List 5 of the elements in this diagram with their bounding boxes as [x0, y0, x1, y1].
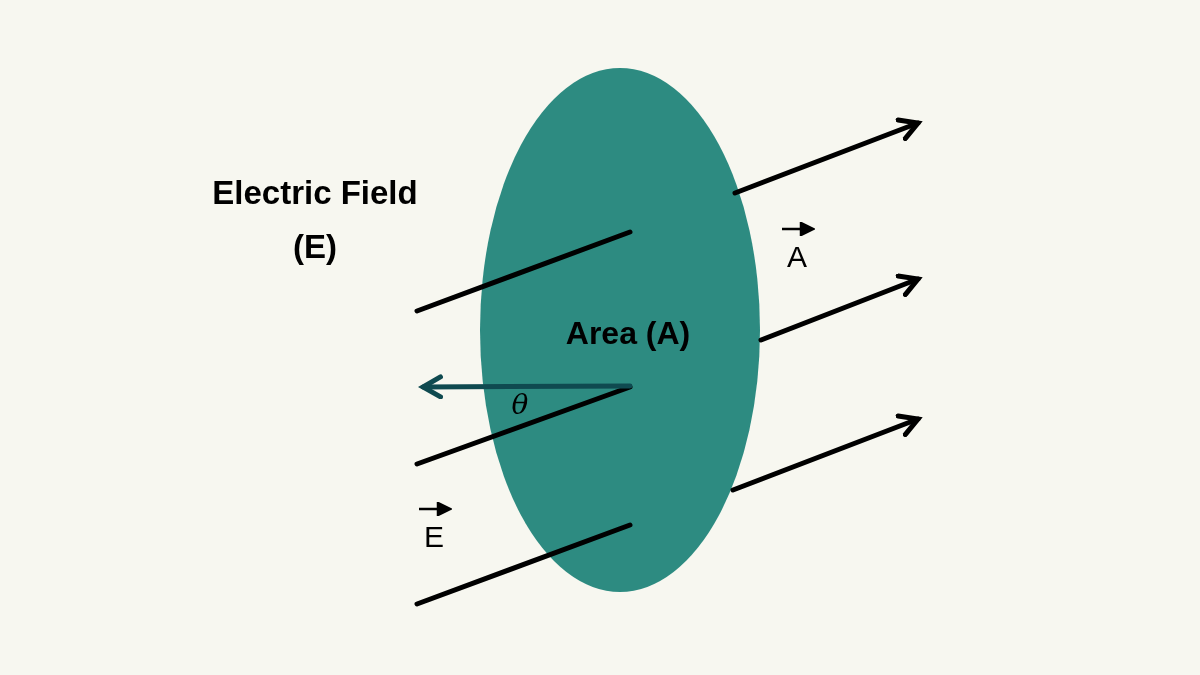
vector-symbol: A: [787, 240, 807, 274]
field-title: Electric Field (E): [211, 173, 419, 267]
area-label: Area (A): [565, 314, 691, 352]
vector-symbol: E: [424, 520, 444, 554]
angle-symbol: θ: [511, 387, 529, 421]
